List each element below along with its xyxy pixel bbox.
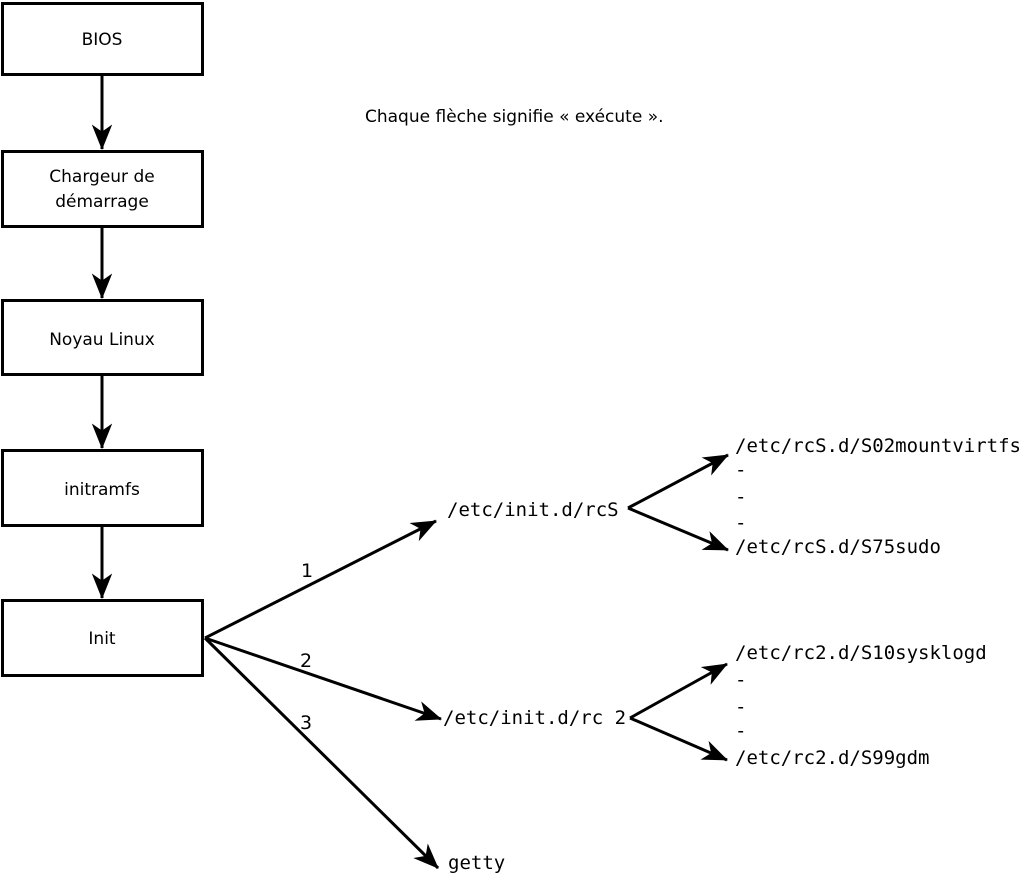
flow-box-bios-label: BIOS (82, 30, 123, 50)
rc2-ellipsis-dash-1: - (735, 669, 746, 691)
flow-box-init (1, 599, 204, 677)
rcs-last-script-label: /etc/rcS.d/S75sudo (735, 536, 941, 558)
rc2-branch-arrow-top (629, 662, 728, 720)
rcs-ellipsis-dash-2: - (735, 486, 746, 508)
init-arrow-2-rc2 (204, 636, 442, 721)
rcs-script-label: /etc/init.d/rcS (447, 499, 619, 521)
rc2-branch-arrow-bottom (629, 716, 728, 762)
init-arrow-label-2: 2 (300, 650, 312, 672)
rc2-ellipsis-dash-3: - (735, 720, 746, 742)
rc2-script-label: /etc/init.d/rc 2 (443, 707, 626, 729)
flow-box-bootloader-label-line2: démarrage (55, 192, 149, 212)
flow-box-kernel-label: Noyau Linux (49, 330, 155, 350)
flow-box-bios (1, 2, 204, 76)
rc2-first-script-label: /etc/rc2.d/S10sysklogd (735, 642, 987, 664)
init-arrow-label-3: 3 (300, 712, 312, 734)
init-arrow-label-1: 1 (301, 560, 313, 582)
diagram-caption: Chaque flèche signifie « exécute ». (365, 107, 664, 127)
flow-box-bootloader (1, 150, 204, 228)
rcs-first-script-label: /etc/rcS.d/S02mountvirtfs (735, 435, 1021, 457)
rcs-branch-arrow-bottom (627, 506, 729, 552)
init-arrow-3-getty (203, 636, 440, 870)
flow-box-init-label: Init (88, 629, 116, 649)
rc2-ellipsis-dash-2: - (735, 696, 746, 718)
rcs-ellipsis-dash-3: - (735, 512, 746, 534)
rc2-last-script-label: /etc/rc2.d/S99gdm (735, 747, 929, 769)
rcs-branch-arrow-top (627, 453, 729, 510)
rcs-ellipsis-dash-1: - (735, 459, 746, 481)
flow-box-initramfs (1, 449, 204, 527)
flow-box-initramfs-label: initramfs (64, 480, 140, 500)
getty-label: getty (448, 852, 505, 874)
flow-box-bootloader-label-line1: Chargeur de (49, 167, 154, 187)
init-arrow-1-rcs (204, 519, 437, 640)
flow-box-kernel (1, 299, 204, 376)
